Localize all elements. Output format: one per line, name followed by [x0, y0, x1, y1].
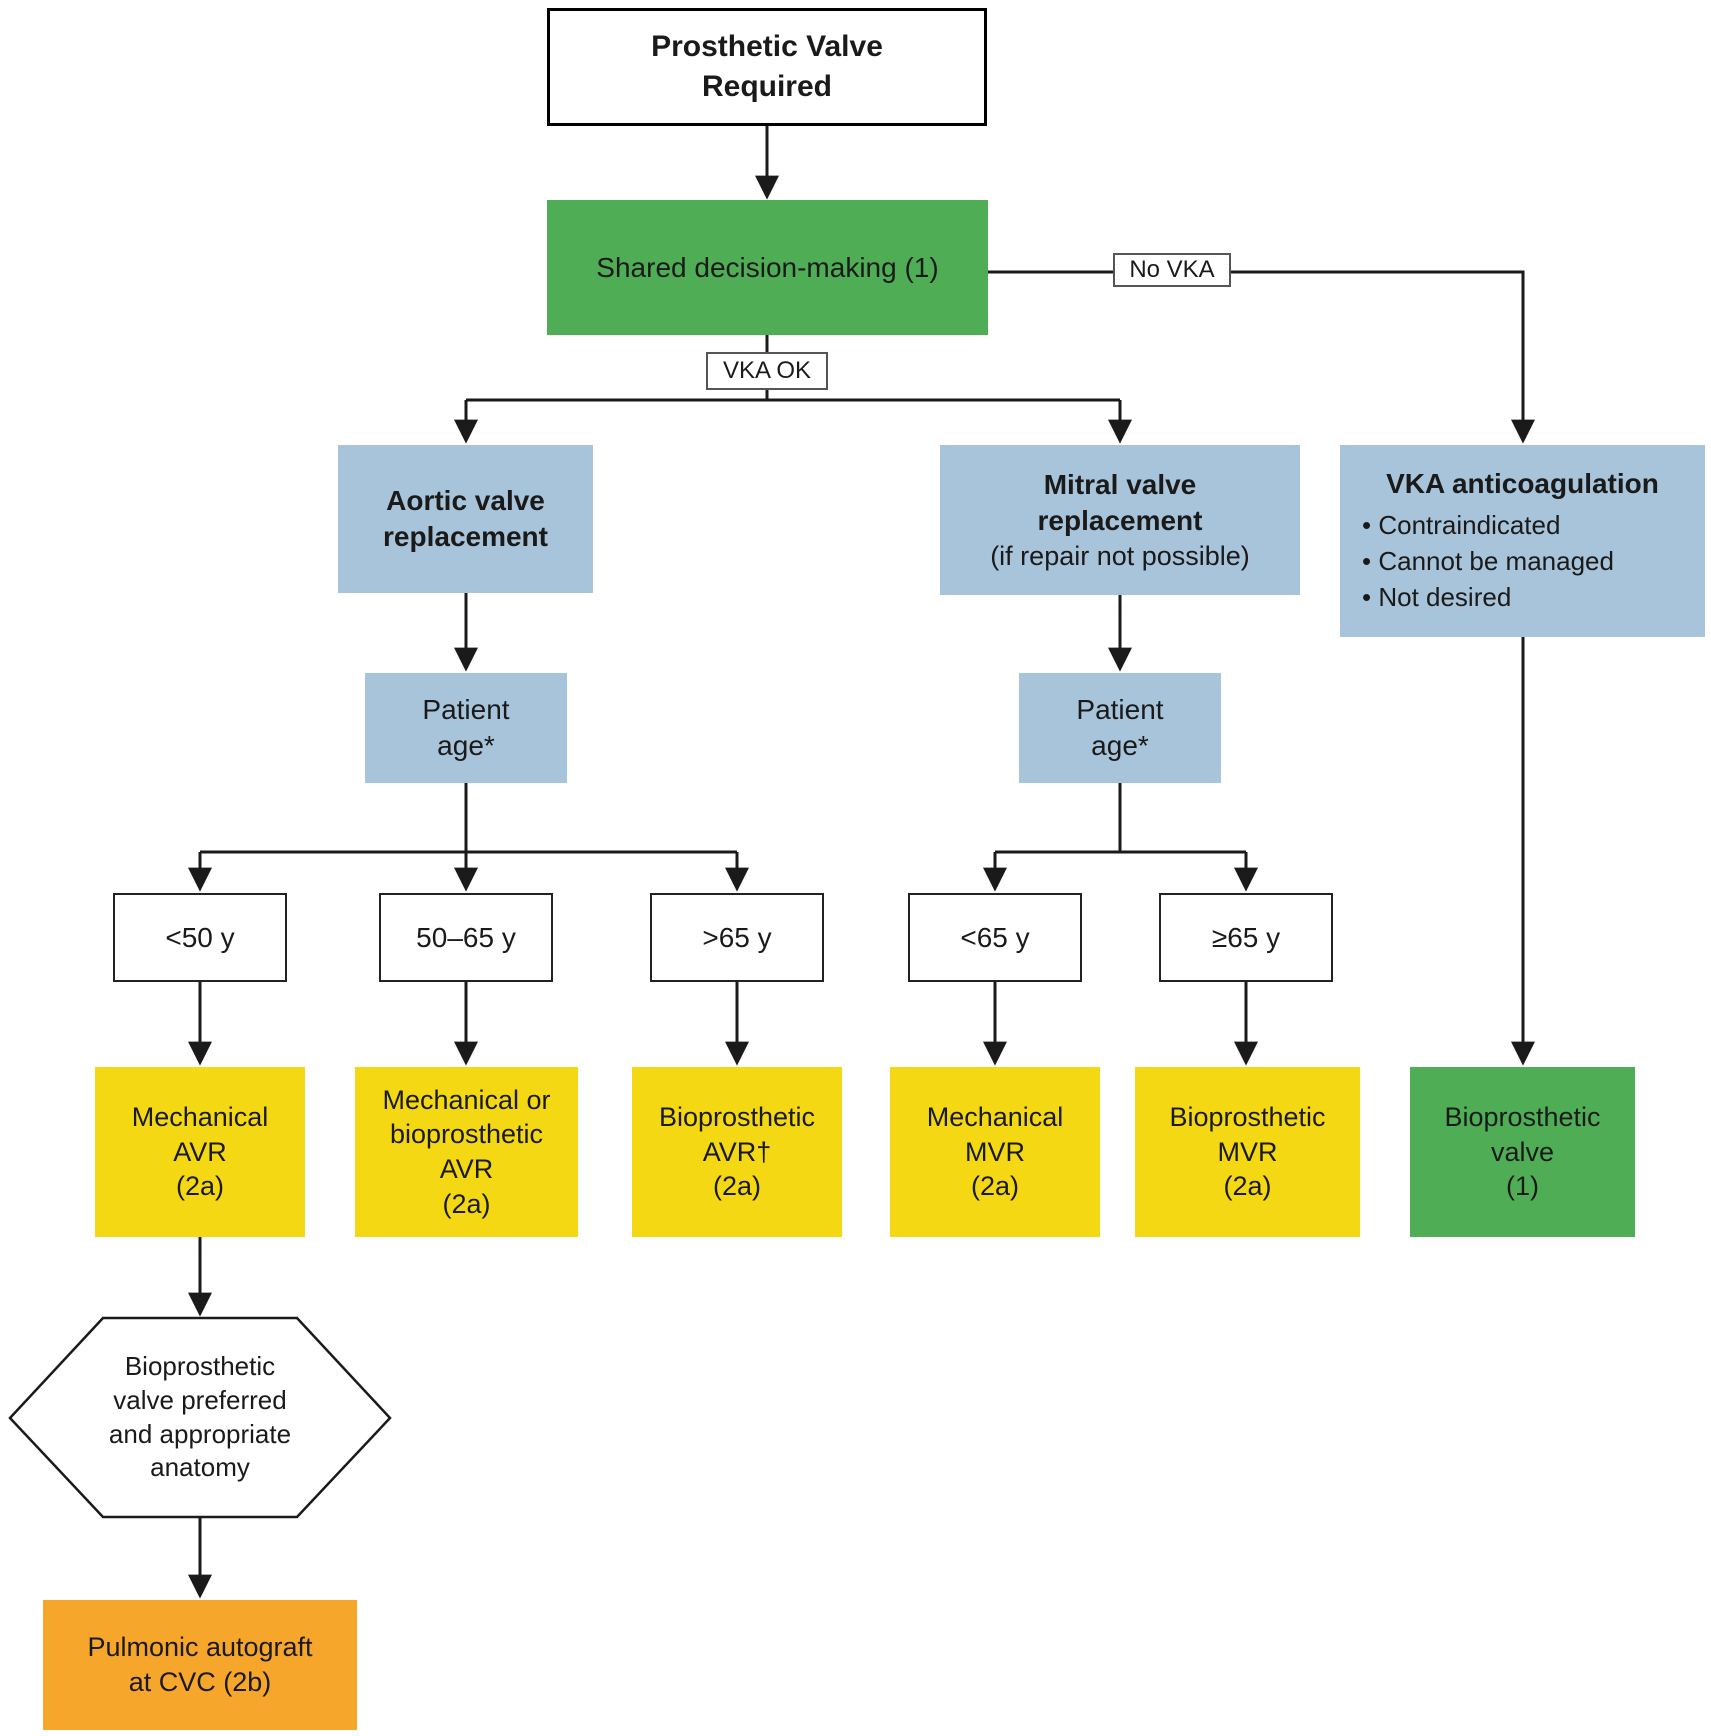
age-lt50-node: <50 y [113, 893, 287, 982]
vka-bullet-contraindicated: Contraindicated [1354, 508, 1691, 544]
vka-bullet-cannot-be-managed: Cannot be managed [1354, 544, 1691, 580]
age-50-65-node: 50–65 y [379, 893, 553, 982]
age-lt65-node: <65 y [908, 893, 1082, 982]
age-ge65-node: ≥65 y [1159, 893, 1333, 982]
mitral-replacement-subtitle: (if repair not possible) [990, 540, 1250, 571]
vka-anticoagulation-title: VKA anticoagulation [1386, 468, 1659, 500]
vka-ok-label: VKA OK [706, 352, 828, 390]
age-gt65-node: >65 y [650, 893, 824, 982]
mitral-replacement-node: Mitral valve replacement (if repair not … [940, 445, 1300, 595]
aortic-replacement-node: Aortic valve replacement [338, 445, 593, 593]
vka-anticoagulation-node: VKA anticoagulation Contraindicated Cann… [1340, 445, 1705, 637]
anatomy-decision-hexagon-label: Bioprosthetic valve preferred and approp… [108, 1350, 292, 1483]
shared-decision-node: Shared decision-making (1) [547, 200, 988, 335]
no-vka-label: No VKA [1113, 253, 1231, 287]
bioprosthetic-avr-node: Bioprosthetic AVR† (2a) [632, 1067, 842, 1237]
pulmonic-autograft-node: Pulmonic autograft at CVC (2b) [43, 1600, 357, 1730]
vka-bullet-not-desired: Not desired [1354, 580, 1691, 616]
mechanical-avr-node: Mechanical AVR (2a) [95, 1067, 305, 1237]
bioprosthetic-valve-node: Bioprosthetic valve (1) [1410, 1067, 1635, 1237]
patient-age-aortic-node: Patient age* [365, 673, 567, 783]
mechanical-mvr-node: Mechanical MVR (2a) [890, 1067, 1100, 1237]
mech-or-bio-avr-node: Mechanical or bioprosthetic AVR (2a) [355, 1067, 578, 1237]
patient-age-mitral-node: Patient age* [1019, 673, 1221, 783]
start-node: Prosthetic Valve Required [547, 8, 987, 126]
bioprosthetic-mvr-node: Bioprosthetic MVR (2a) [1135, 1067, 1360, 1237]
mitral-replacement-title: Mitral valve replacement [1037, 468, 1203, 536]
